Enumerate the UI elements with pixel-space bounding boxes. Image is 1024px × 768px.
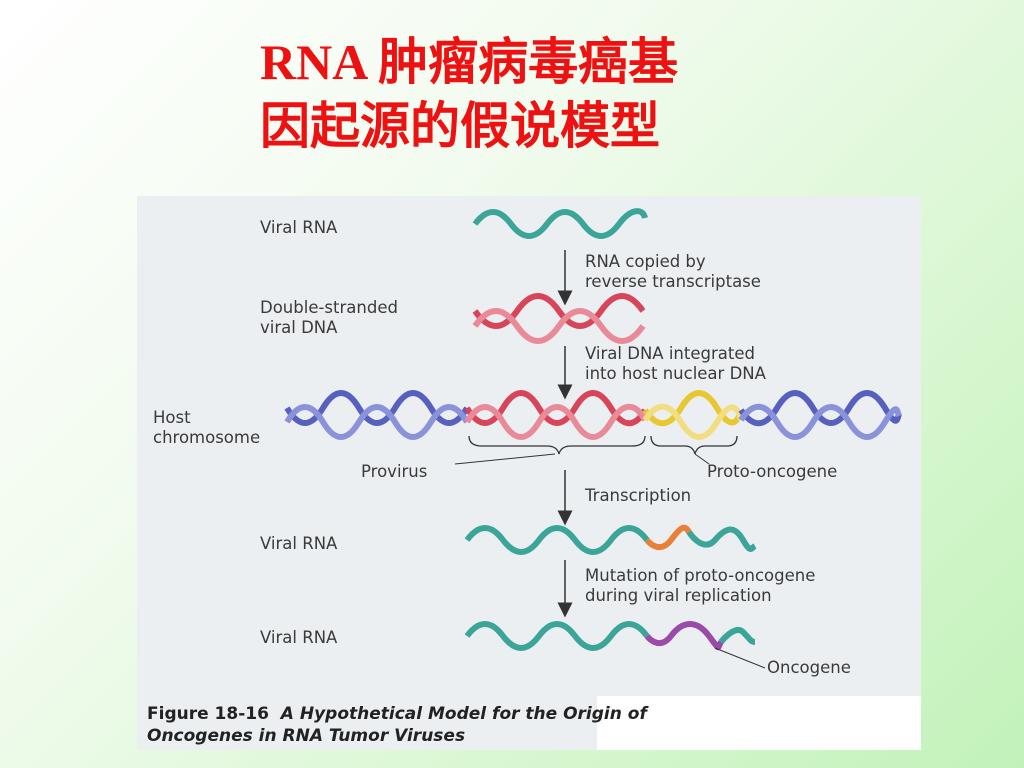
provirus-leader <box>454 453 556 465</box>
figure-drawing <box>284 208 902 669</box>
oncogene-label: Oncogene <box>767 658 851 677</box>
viral-rna-strand-2 <box>464 524 757 555</box>
title-line-1: RNA 肿瘤病毒癌基 <box>260 34 679 90</box>
host-chromosome-label: Host chromosome <box>153 408 261 447</box>
viral-rna-label-2: Viral RNA <box>260 534 338 553</box>
caption-line-1-text: A Hypothetical Model for the Origin of <box>280 704 647 724</box>
caption-line-2: Oncogenes in RNA Tumor Viruses <box>147 726 465 746</box>
caption-box <box>137 696 597 750</box>
caption-line-1: Figure 18-16 A Hypothetical Model for th… <box>147 704 647 724</box>
provirus-brace <box>468 435 646 455</box>
ds-viral-dna <box>472 293 646 344</box>
caption-line-2-text: Oncogenes in RNA Tumor Viruses <box>147 726 466 746</box>
provirus-label: Provirus <box>361 462 428 481</box>
arrow-2-label: Viral DNA integrated into host nuclear D… <box>585 344 766 383</box>
title-line-2: 因起源的假说模型 <box>260 98 660 154</box>
viral-rna-strand-3 <box>464 621 756 651</box>
ds-dna-label: Double-stranded viral DNA <box>260 298 398 337</box>
viral-rna-strand-1 <box>472 208 648 239</box>
figure-caption: Figure 18-16 A Hypothetical Model for th… <box>137 696 921 750</box>
arrow-3-label: Transcription <box>585 486 692 505</box>
arrow-1-label: RNA copied by reverse transcriptase <box>585 252 761 291</box>
proto-oncogene-leader <box>694 453 710 465</box>
proto-oncogene-label: Proto-oncogene <box>707 462 838 481</box>
figure-panel: Viral RNA RNA copied by reverse transcri… <box>137 196 921 750</box>
caption-figure-number: Figure 18-16 <box>147 704 269 724</box>
slide-title: RNA 肿瘤病毒癌基 因起源的假说模型 <box>0 30 1024 158</box>
host-chromosome-dna <box>284 390 902 440</box>
oncogene-leader <box>714 647 766 669</box>
arrow-4-label: Mutation of proto-oncogene during viral … <box>585 566 816 605</box>
viral-rna-label-1: Viral RNA <box>260 218 338 237</box>
viral-rna-label-3: Viral RNA <box>260 628 338 647</box>
